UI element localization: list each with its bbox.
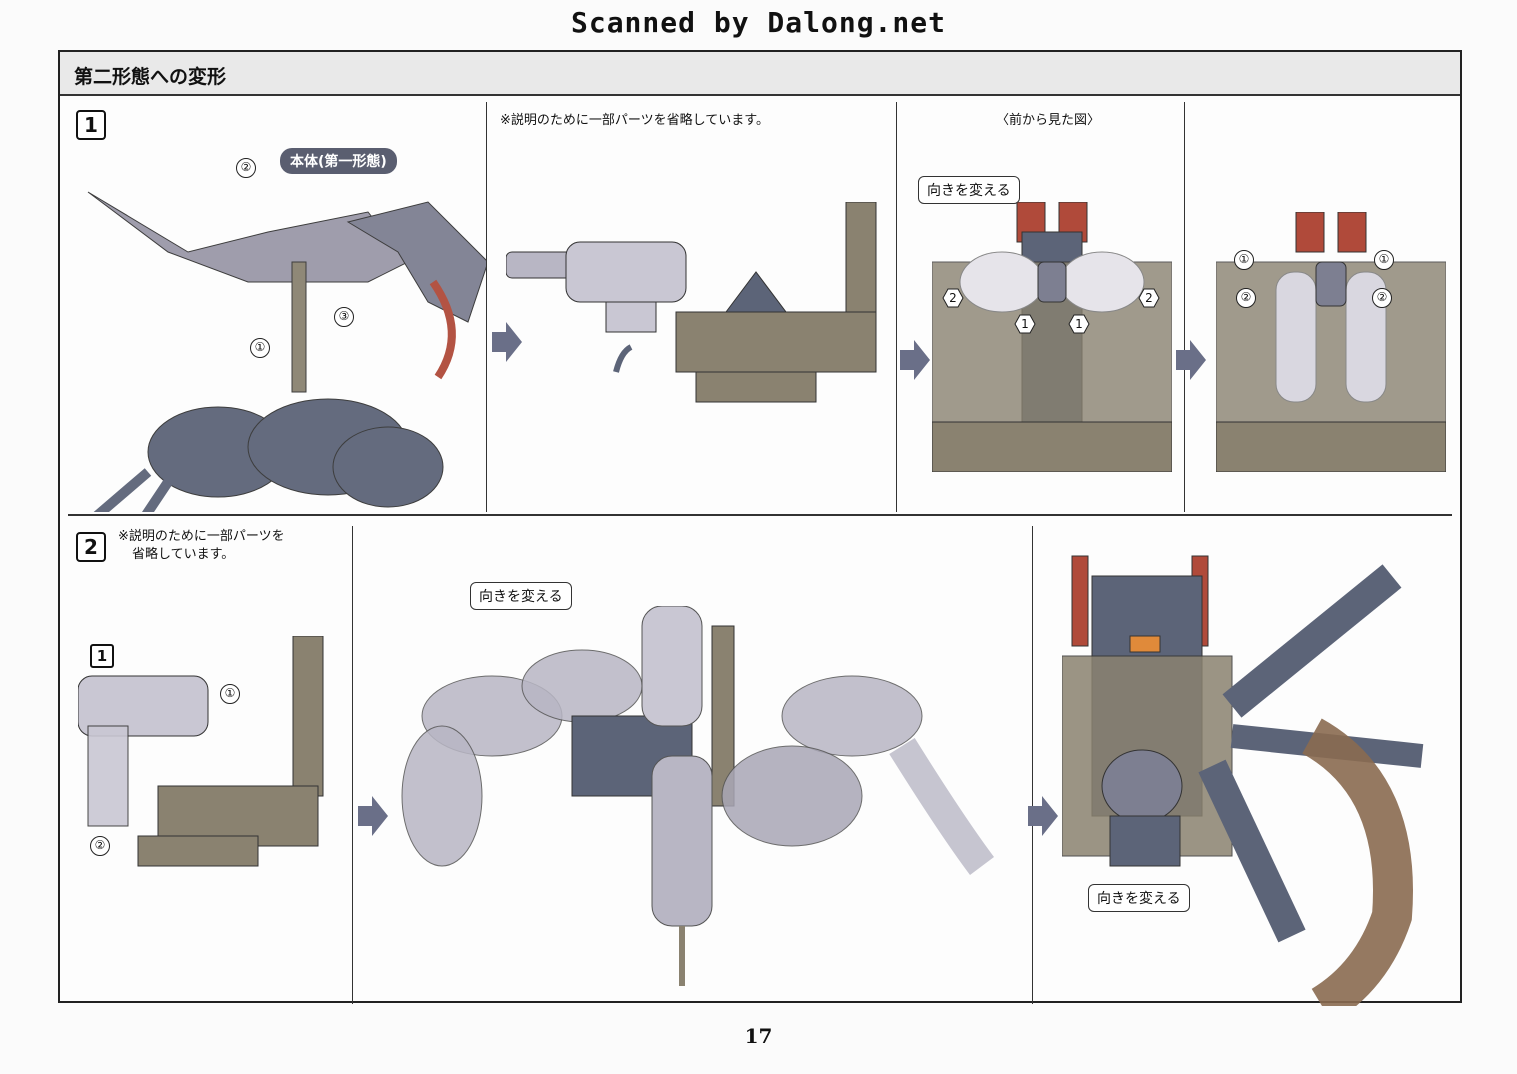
section-header: 第二形態への変形 <box>60 52 1460 96</box>
front-view-label: 〈前から見た図〉 <box>996 113 1101 128</box>
divider <box>486 102 487 512</box>
step-1-panel-2: ※説明のために一部パーツを省略しています。 <box>486 102 896 512</box>
scan-watermark: Scanned by Dalong.net <box>570 6 946 39</box>
hex-marker-2: 2 <box>942 288 964 308</box>
row-separator <box>68 514 1452 516</box>
marker-1: ① <box>1374 250 1394 270</box>
step-1-panel-1: 本体(第一形態) ② ③ ① <box>68 102 486 512</box>
hex-marker-1: 1 <box>1014 314 1036 334</box>
marker-2: ② <box>236 158 256 178</box>
step-2-row: 2 ※説明のために一部パーツを 省略しています。 1 ① ② 向きを変える <box>68 526 1452 1006</box>
divider <box>896 102 897 512</box>
arm-part-illustration <box>506 202 877 403</box>
page-number: 17 <box>744 1024 773 1048</box>
second-form-illustration <box>1062 555 1424 1006</box>
section-title: 第二形態への変形 <box>74 66 227 88</box>
instruction-frame: 第二形態への変形 1 本体(第一形態) ② ③ ① <box>58 50 1462 1006</box>
flow-arrow-icon <box>492 322 522 362</box>
arm-fold-illustration <box>78 636 324 867</box>
step-1-panel-4: ① ① ② ② <box>1184 102 1452 512</box>
rotate-callout: 向きを変える <box>918 176 1020 204</box>
step-2-panel-3: 向きを変える <box>1032 526 1452 1006</box>
marker-3: ③ <box>334 307 354 327</box>
divider <box>1184 102 1185 512</box>
step-1-panel-3: 〈前から見た図〉 向きを変える 2 2 1 <box>896 102 1184 512</box>
divider <box>1032 526 1033 1004</box>
step-2-note: ※説明のために一部パーツを 省略しています。 <box>118 529 285 562</box>
step-2-panel-2: 向きを変える <box>352 526 1032 1004</box>
step-2-panel-1: 1 ① ② <box>68 526 352 1004</box>
hex-marker-1: 1 <box>1068 314 1090 334</box>
flow-arrow-icon <box>358 796 388 836</box>
step-1-note: ※説明のために一部パーツを省略しています。 <box>500 113 769 128</box>
hex-marker-2: 2 <box>1138 288 1160 308</box>
body-first-form-label: 本体(第一形態) <box>280 148 397 174</box>
marker-2: ② <box>1236 288 1256 308</box>
marker-2: ② <box>1372 288 1392 308</box>
spider-legs-illustration <box>401 606 995 986</box>
marker-1: ① <box>250 338 270 358</box>
robot-first-form-illustration <box>87 191 486 512</box>
divider <box>352 526 353 1004</box>
marker-1: ① <box>1234 250 1254 270</box>
front-view-rotated-illustration <box>1216 212 1446 472</box>
front-view-illustration <box>932 202 1172 472</box>
step-1-number: 1 <box>76 110 106 140</box>
flow-arrow-icon <box>900 340 930 380</box>
substep-1-number: 1 <box>90 644 114 668</box>
rotate-callout: 向きを変える <box>470 582 572 610</box>
rotate-callout: 向きを変える <box>1088 884 1190 912</box>
marker-2: ② <box>90 836 110 856</box>
flow-arrow-icon <box>1176 340 1206 380</box>
flow-arrow-icon <box>1028 796 1058 836</box>
marker-1: ① <box>220 684 240 704</box>
step-2-number: 2 <box>76 532 106 562</box>
step-1-row: 1 本体(第一形態) ② ③ ① <box>68 102 1452 512</box>
